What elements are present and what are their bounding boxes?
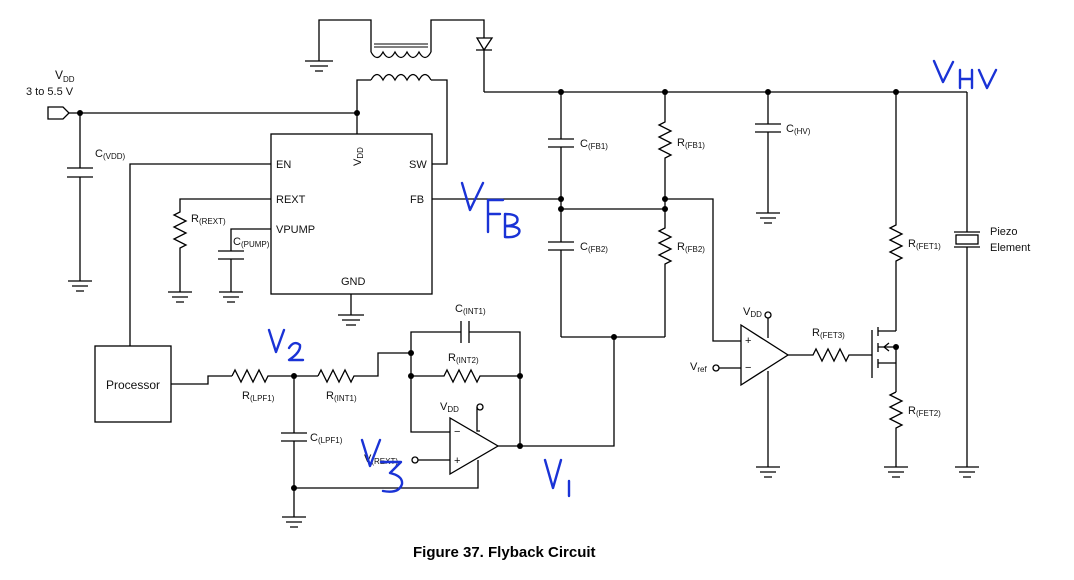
svg-text:VDD: VDD — [352, 147, 365, 166]
handwritten-v3 — [360, 438, 404, 493]
r-fb1-resistor: R(FB1) — [657, 92, 705, 199]
svg-text:+: + — [745, 335, 751, 347]
comparator-amplifier: + − VDD — [740, 306, 790, 478]
r-rext-resistor: R(REXT) — [168, 198, 271, 303]
svg-text:REXT: REXT — [276, 194, 306, 206]
secondary-to-diode — [430, 19, 485, 52]
svg-text:Vref: Vref — [690, 361, 707, 374]
r-lpf1-resistor: R(LPF1) — [231, 368, 318, 403]
handwritten-v1 — [543, 458, 571, 498]
v1-to-divider — [520, 337, 615, 447]
r-fet2-resistor: R(FET2) — [884, 391, 941, 478]
vdd-input: VDD 3 to 5.5 V — [26, 68, 75, 120]
c-fb2-capacitor: C(FB2) — [548, 209, 608, 337]
svg-text:R(INT1): R(INT1) — [326, 390, 357, 403]
c-lpf1-capacitor: C(LPF1) — [281, 376, 343, 528]
handwritten-vhv — [932, 59, 998, 90]
svg-text:VDD: VDD — [743, 306, 762, 319]
svg-text:C(VDD): C(VDD) — [95, 148, 126, 161]
svg-text:Element: Element — [990, 242, 1030, 254]
svg-text:R(FB1): R(FB1) — [677, 137, 705, 150]
svg-text:R(INT2): R(INT2) — [448, 352, 479, 365]
svg-text:Processor: Processor — [106, 378, 160, 392]
svg-text:SW: SW — [409, 159, 427, 171]
svg-text:C(LPF1): C(LPF1) — [310, 432, 343, 445]
svg-text:FB: FB — [410, 194, 424, 206]
svg-text:3 to 5.5 V: 3 to 5.5 V — [26, 86, 74, 98]
secondary-coil — [370, 50, 432, 59]
processor-out — [171, 375, 232, 385]
processor-block: Processor — [94, 345, 172, 423]
svg-text:R(FET2): R(FET2) — [908, 405, 941, 418]
mosfet — [871, 322, 897, 392]
c-vdd-capacitor: C(VDD) — [67, 113, 126, 292]
c-hv-capacitor: C(HV) — [755, 92, 811, 224]
flyback-ic: VDD EN SW REXT FB VPUMP GND — [270, 133, 433, 295]
integrator-inv-input — [410, 353, 450, 433]
svg-text:C(PUMP): C(PUMP) — [233, 236, 270, 249]
svg-text:R(FET3): R(FET3) — [812, 327, 845, 340]
c-fb1-capacitor: C(FB1) — [548, 92, 608, 199]
c-int1-capacitor: C(INT1) — [410, 303, 521, 446]
r-fet3-resistor: R(FET3) — [788, 327, 872, 363]
svg-text:VDD: VDD — [55, 68, 75, 84]
svg-text:C(HV): C(HV) — [786, 123, 811, 136]
svg-text:−: − — [454, 426, 460, 438]
ic-ground — [338, 294, 364, 326]
piezo-element: Piezo Element — [954, 92, 1030, 478]
svg-text:Piezo: Piezo — [990, 226, 1018, 238]
svg-text:C(FB1): C(FB1) — [580, 138, 608, 151]
en-wire — [129, 163, 271, 346]
svg-text:R(FB2): R(FB2) — [677, 241, 705, 254]
sw-wire — [431, 79, 448, 165]
svg-text:R(FET1): R(FET1) — [908, 238, 941, 251]
svg-text:EN: EN — [276, 159, 291, 171]
handwritten-v2 — [267, 328, 305, 362]
figure-caption: Figure 37. Flyback Circuit — [413, 544, 596, 561]
integrator-opamp: − + VDD — [440, 401, 520, 476]
r-int2-resistor: R(INT2) — [411, 352, 520, 384]
transformer-core — [374, 43, 428, 48]
primary-coil — [370, 73, 432, 82]
svg-text:C(INT1): C(INT1) — [455, 303, 486, 316]
integrator-return — [294, 460, 479, 489]
r-int1-resistor: R(INT1) — [317, 352, 411, 403]
secondary-ground — [318, 19, 372, 61]
svg-text:GND: GND — [341, 276, 366, 288]
vref-input: Vref — [690, 361, 741, 374]
svg-text:C(FB2): C(FB2) — [580, 241, 608, 254]
svg-text:+: + — [454, 455, 460, 467]
svg-text:R(REXT): R(REXT) — [191, 213, 226, 226]
fb-tap-to-comparator — [665, 198, 741, 342]
r-fb2-resistor: R(FB2) — [657, 209, 705, 337]
fb-cross — [560, 199, 666, 210]
vrext-input: V(REXT) — [364, 453, 450, 466]
ground-symbol — [305, 60, 333, 72]
svg-text:VPUMP: VPUMP — [276, 224, 315, 236]
svg-text:VDD: VDD — [440, 401, 459, 414]
vdd-to-ic — [356, 79, 371, 134]
svg-text:−: − — [745, 362, 751, 374]
r-fet1-resistor: R(FET1) — [888, 92, 941, 322]
diode — [475, 37, 494, 92]
c-pump-capacitor: C(PUMP) — [218, 228, 271, 303]
svg-text:R(LPF1): R(LPF1) — [242, 390, 275, 403]
handwritten-vfb — [460, 181, 521, 239]
